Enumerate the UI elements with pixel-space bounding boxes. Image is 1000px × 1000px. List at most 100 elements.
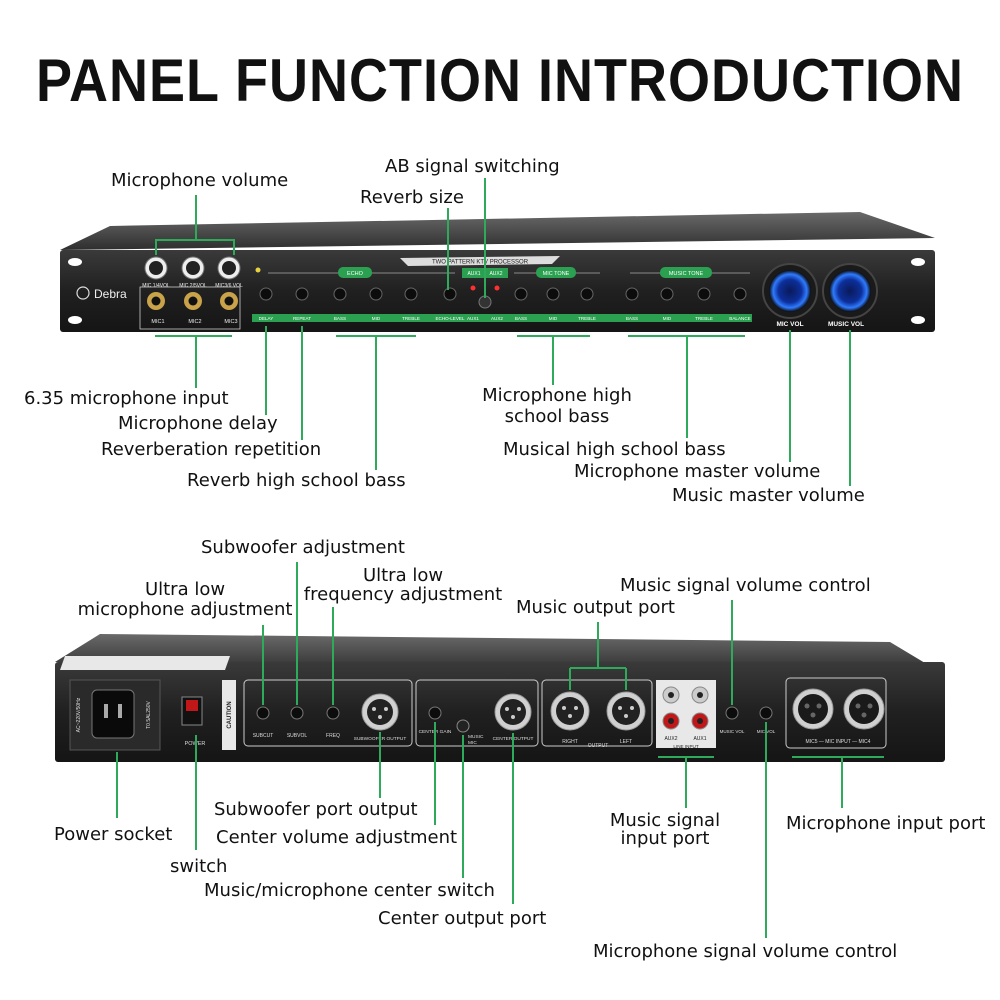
mic-bass-knob[interactable] (514, 287, 528, 301)
echo-mid-knob[interactable] (369, 287, 383, 301)
jack-hole[interactable] (151, 296, 161, 306)
fuse-label: T0.5AL250V (146, 700, 152, 728)
rca-hole (697, 718, 703, 724)
aux2-label: AUX2 (489, 271, 502, 277)
rack-hole (68, 258, 82, 266)
xlr-pin (630, 706, 634, 710)
rack-hole (68, 316, 82, 324)
knob-label: MIC 2/5VOL (179, 283, 207, 289)
label-music-output-port: Music output port (516, 597, 675, 618)
delay-knob[interactable] (259, 287, 273, 301)
mic-vol-label: MIC VOL (776, 321, 803, 328)
label-power-socket: Power socket (54, 824, 173, 845)
rear-leader-lines (116, 562, 884, 938)
leader-line (155, 239, 235, 255)
mic-mid-knob[interactable] (546, 287, 560, 301)
label-ultra-low-mic-line1: Ultra low (144, 579, 226, 600)
music-vol-label: MUSIC VOL (828, 321, 864, 328)
mic-tone-badge (536, 267, 576, 278)
echo-badge (338, 267, 372, 278)
label-mic-master-volume: Microphone master volume (574, 461, 821, 482)
strip-label: MID (549, 316, 558, 321)
info-sticker (60, 656, 230, 670)
xlr-socket (867, 703, 873, 709)
xlr-inner (367, 699, 393, 725)
xlr-inner (500, 699, 526, 725)
echo-level-knob[interactable] (443, 287, 457, 301)
echo-treble-knob[interactable] (404, 287, 418, 301)
strip-label: AUX1 (467, 316, 479, 321)
label-switch: switch (170, 856, 228, 877)
center-switch-button[interactable] (456, 719, 470, 733)
music-tone-label: MUSIC TONE (669, 271, 704, 277)
caution-label: CAUTION (227, 701, 233, 728)
strip-label: BALANCE (729, 316, 750, 321)
balance-knob[interactable] (733, 287, 747, 301)
line-input-label: LINE INPUT (673, 744, 698, 749)
rack-hole (911, 258, 925, 266)
knob-cap (186, 261, 200, 275)
power-switch-rocker (186, 700, 198, 711)
label-subwoofer-adjustment: Subwoofer adjustment (201, 537, 405, 558)
brand-text: Debra (94, 287, 127, 301)
socket-pin (118, 704, 122, 718)
xlr-socket (804, 703, 810, 709)
xlr-pin (618, 706, 622, 710)
strip-label: TREBLE (695, 316, 713, 321)
label-music-signal-input-line2: input port (620, 828, 710, 849)
strip-label: BASS (334, 316, 346, 321)
strip-label: BASS (626, 316, 638, 321)
model-text: TWO PATTERN KTV PROCESSOR (432, 260, 529, 266)
label-reverb-hsb: Reverb high school bass (187, 470, 406, 491)
xlr-socket (861, 712, 867, 718)
strip-labels: DELAY REPEAT BASS MID TREBLE ECHO-LEVEL … (259, 316, 751, 321)
label-reverb-size: Reverb size (360, 187, 464, 208)
front-leader-lines (155, 178, 851, 486)
music-tone-badge (660, 267, 712, 278)
label-music-hsb: Musical high school bass (503, 439, 726, 460)
mic-master-volume-knob[interactable] (769, 270, 811, 312)
repeat-knob[interactable] (295, 287, 309, 301)
freq-knob[interactable] (326, 706, 340, 720)
aux2-input-label: AUX2 (664, 736, 677, 742)
power-led (255, 267, 261, 273)
center-gain-knob[interactable] (428, 706, 442, 720)
front-panel: Debra TWO PATTERN KTV PROCESSOR MIC 1/4V… (60, 212, 935, 332)
mic-treble-knob[interactable] (580, 287, 594, 301)
music-master-volume-knob[interactable] (829, 270, 871, 312)
label-music-signal-volume-control: Music signal volume control (620, 575, 871, 596)
subcut-knob[interactable] (256, 706, 270, 720)
music-bass-knob[interactable] (625, 287, 639, 301)
music-mid-knob[interactable] (660, 287, 674, 301)
label-635-mic-input: 6.35 microphone input (24, 388, 229, 409)
jack-hole[interactable] (224, 296, 234, 306)
mic-label: MIC (468, 740, 477, 746)
rca-hole (697, 692, 703, 698)
label-microphone-input-port: Microphone input port (786, 813, 986, 834)
jack-label: MIC2 (188, 319, 201, 325)
subvol-knob[interactable] (290, 706, 304, 720)
mic-vol-knob[interactable] (759, 706, 773, 720)
knob-label: MIC3/6 VOL (215, 283, 243, 289)
jack-hole[interactable] (188, 296, 198, 306)
aux1-led (470, 285, 476, 291)
aux1-input-label: AUX1 (693, 736, 706, 742)
echo-bass-knob[interactable] (333, 287, 347, 301)
strip-label: DELAY (259, 316, 274, 321)
output-label: OUTPUT (588, 743, 609, 749)
label-reverb-repetition: Reverberation repetition (101, 439, 322, 460)
left-label: LEFT (620, 739, 632, 745)
freq-label: FREQ (326, 733, 340, 739)
mic-input-label: MIC5 — MIC INPUT — MIC4 (806, 739, 871, 745)
mic-volume-knobs: MIC 1/4VOL MIC 2/5VOL MIC3/6 VOL (142, 256, 243, 289)
aux2-led (494, 285, 500, 291)
strip-label: REPEAT (293, 316, 311, 321)
music-treble-knob[interactable] (697, 287, 711, 301)
label-ab-signal-switching: AB signal switching (385, 156, 560, 177)
power-socket[interactable] (91, 689, 135, 739)
rear-panel: AC~220V/50Hz T0.5AL250V POWER CAUTION SU… (55, 634, 945, 762)
xlr-pin (505, 707, 509, 711)
front-panel-top (60, 212, 935, 250)
label-center-output-port: Center output port (378, 908, 547, 929)
music-vol-knob[interactable] (725, 706, 739, 720)
